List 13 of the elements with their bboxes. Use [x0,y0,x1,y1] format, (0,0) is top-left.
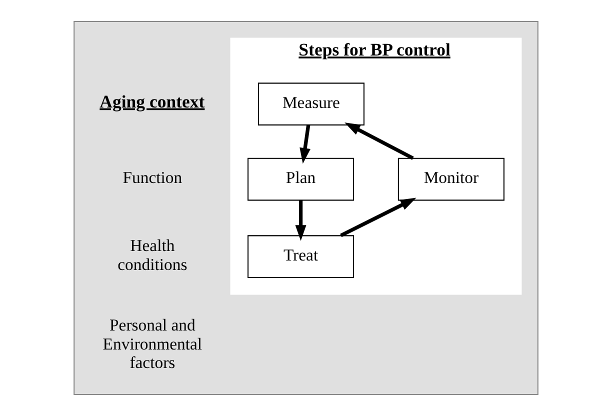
arrow [340,197,416,237]
label: Personal and Environmental factors [102,315,202,372]
node-box: Plan [247,157,354,200]
arrow [294,200,306,240]
arrow [299,124,310,164]
arrow [344,122,414,160]
node-box: Monitor [397,157,504,200]
node-box: Measure [257,82,364,125]
label: Health conditions [117,236,187,274]
label: Function [122,168,182,187]
label: Aging context [99,90,204,111]
node-box: Treat [247,234,354,278]
cluster [73,20,538,394]
